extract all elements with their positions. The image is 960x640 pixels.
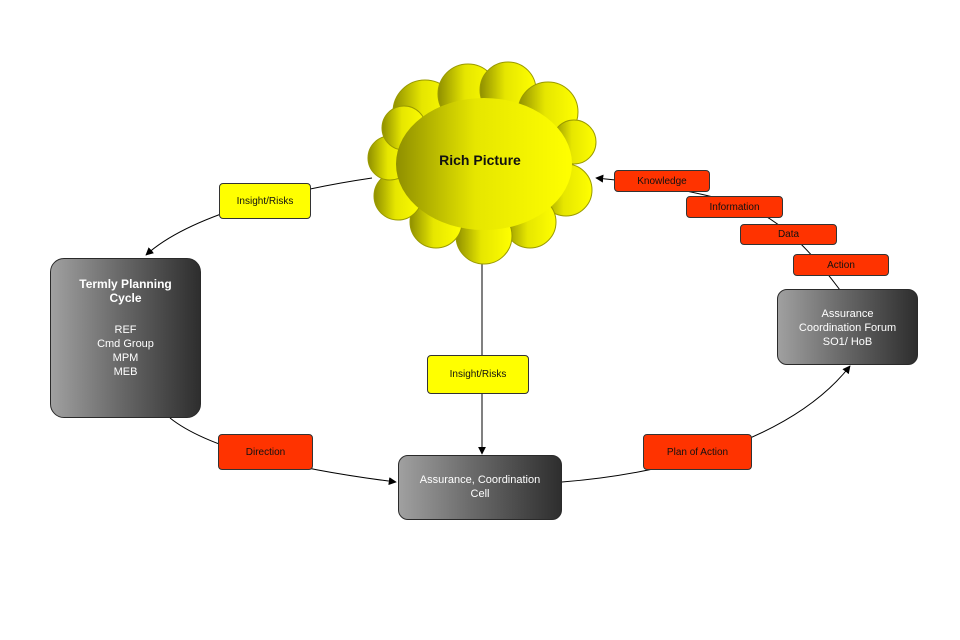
label-direction: Direction	[218, 434, 313, 470]
label-action: Action	[793, 254, 889, 276]
label-knowledge: Knowledge	[614, 170, 710, 192]
cloud-title: Rich Picture	[439, 152, 521, 168]
planning-item-ref: REF	[114, 324, 137, 336]
label-insight-risks-left: Insight/Risks	[219, 183, 311, 219]
planning-item-cmd-group: Cmd Group	[97, 338, 154, 350]
termly-planning-node: Termly Planning Cycle REF Cmd Group MPM …	[50, 258, 201, 418]
rich-picture-cloud	[367, 61, 597, 265]
coordination-cell-node: Assurance, Coordination Cell	[398, 455, 562, 520]
coordination-forum-node: Assurance Coordination Forum SO1/ HoB	[777, 289, 918, 365]
forum-line2: Coordination Forum	[798, 322, 897, 334]
label-insight-risks-center: Insight/Risks	[427, 355, 529, 394]
cell-line1: Assurance, Coordination	[419, 474, 541, 486]
cell-line2: Cell	[470, 488, 490, 500]
label-data: Data	[740, 224, 837, 245]
label-plan-of-action: Plan of Action	[643, 434, 752, 470]
planning-item-meb: MEB	[113, 366, 138, 378]
planning-item-mpm: MPM	[112, 352, 139, 364]
forum-line1: Assurance	[821, 308, 874, 320]
label-information: Information	[686, 196, 783, 218]
planning-title-line2: Cycle	[109, 291, 142, 305]
forum-line3: SO1/ HoB	[822, 336, 873, 348]
planning-title-line1: Termly Planning	[79, 277, 172, 291]
